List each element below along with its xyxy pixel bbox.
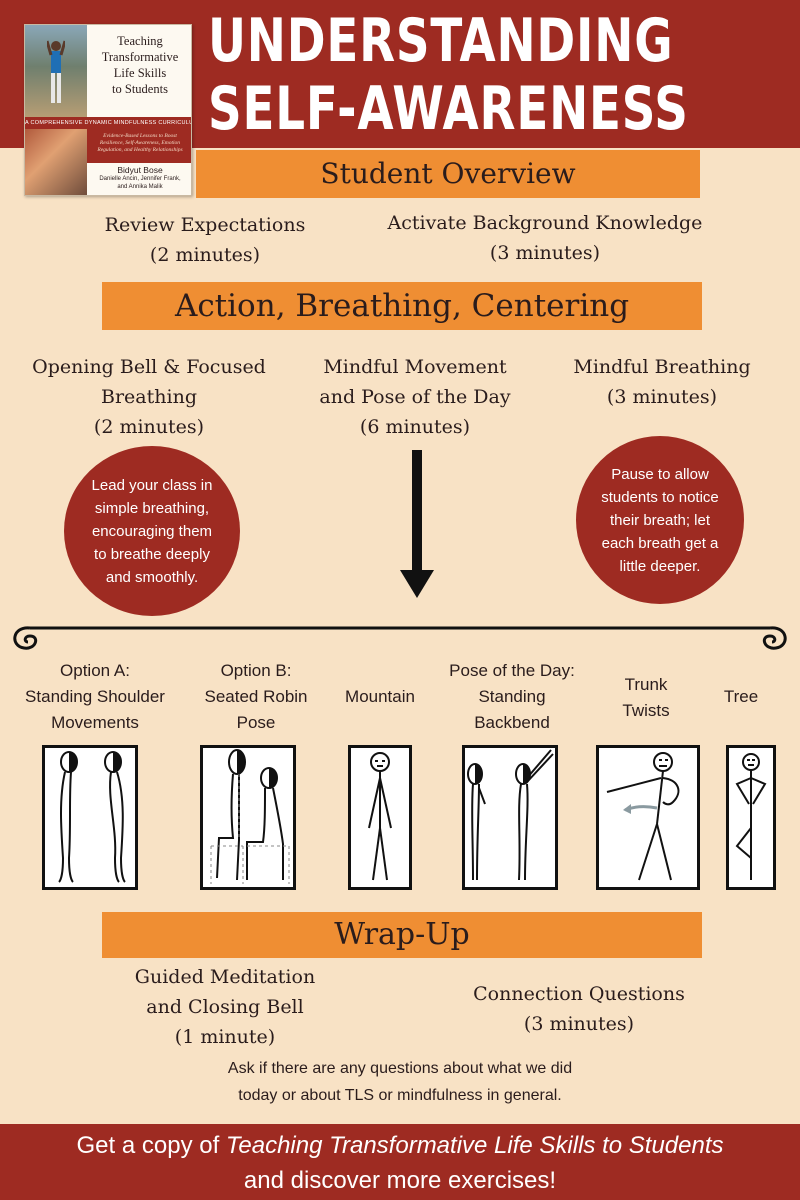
mountain-pose-figure bbox=[348, 745, 412, 890]
activate-background-knowledge-text: Activate Background Knowledge (3 minutes… bbox=[387, 212, 703, 264]
section-heading-wrap-up: Wrap-Up bbox=[102, 912, 702, 958]
connection-questions-text: Connection Questions (3 minutes) bbox=[473, 983, 685, 1035]
breath-notice-tip-bubble: Pause to allow students to notice their … bbox=[576, 436, 744, 604]
pose-label-option-b: Option B: Seated Robin Pose bbox=[204, 661, 308, 732]
book-cover-authors: Bidyut Bose Danielle Ancin, Jennifer Fra… bbox=[87, 163, 191, 195]
footer-line-2: and discover more exercises! bbox=[243, 1167, 557, 1194]
footer-book-title[interactable]: Teaching Transformative Life Skills to S… bbox=[225, 1132, 724, 1159]
mindful-breathing-text: Mindful Breathing (3 minutes) bbox=[573, 356, 751, 408]
seated-robin-pose-figure bbox=[200, 745, 296, 890]
book-cover-stripe: A COMPREHENSIVE DYNAMIC MINDFULNESS CURR… bbox=[25, 117, 191, 129]
child-figure-icon bbox=[47, 40, 65, 103]
book-cover[interactable]: Teaching Transformative Life Skills to S… bbox=[24, 24, 192, 196]
section-heading-action-breathing-centering: Action, Breathing, Centering bbox=[102, 282, 702, 330]
footer-banner[interactable]: Get a copy of Teaching Transformative Li… bbox=[0, 1124, 800, 1200]
scroll-divider bbox=[13, 626, 787, 650]
page-title-line-1: UNDERSTANDING bbox=[208, 6, 674, 76]
tree-pose-figure bbox=[726, 745, 776, 890]
opening-bell-text: Opening Bell & Focused Breathing (2 minu… bbox=[32, 356, 266, 438]
footer-line-1: Get a copy of Teaching Transformative Li… bbox=[76, 1132, 724, 1159]
review-expectations-text: Review Expectations (2 minutes) bbox=[104, 214, 306, 266]
book-cover-blurb: Evidence-Based Lessons to Boost Resilien… bbox=[97, 133, 183, 153]
questions-note: Ask if there are any questions about wha… bbox=[227, 1060, 573, 1104]
book-cover-title: Teaching Transformative Life Skills to S… bbox=[101, 34, 179, 96]
pose-label-mountain: Mountain bbox=[345, 687, 415, 706]
breathing-tip-bubble: Lead your class in simple breathing, enc… bbox=[64, 446, 240, 616]
standing-shoulder-movements-figure bbox=[42, 745, 138, 890]
standing-backbend-figure bbox=[462, 745, 558, 890]
book-cover-photo-bottom bbox=[25, 129, 87, 195]
pose-label-tree: Tree bbox=[723, 687, 759, 706]
page-title-line-2: SELF-AWARENESS bbox=[208, 74, 689, 144]
pose-label-option-a: Option A: Standing Shoulder Movements bbox=[25, 661, 165, 732]
down-arrow-icon bbox=[400, 450, 434, 598]
section-heading-student-overview: Student Overview bbox=[196, 150, 700, 198]
pose-label-trunk-twists: Trunk Twists bbox=[622, 675, 670, 720]
pose-label-pose-of-the-day: Pose of the Day: Standing Backbend bbox=[449, 661, 575, 732]
guided-meditation-text: Guided Meditation and Closing Bell (1 mi… bbox=[134, 966, 316, 1048]
trunk-twists-figure bbox=[596, 745, 700, 890]
mindful-movement-text: Mindful Movement and Pose of the Day (6 … bbox=[319, 356, 511, 438]
